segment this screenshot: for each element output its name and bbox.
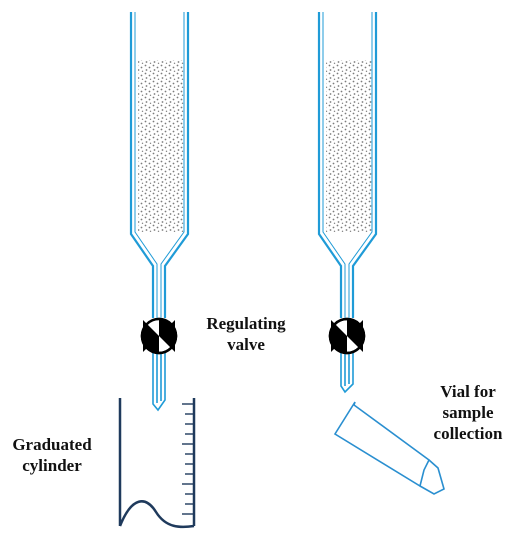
left-column-inner-wall [134, 12, 185, 318]
left-outlet-tip [152, 352, 166, 412]
vial-label: Vial for sample collection [420, 381, 516, 444]
regulating-valve-label-line-1: Regulating [206, 314, 286, 333]
graduated-cylinder-label-line-1: Graduated [12, 435, 92, 454]
graduated-cylinder-icon [118, 398, 196, 529]
left-column-glass [129, 12, 190, 318]
right-regulating-valve[interactable] [328, 317, 366, 355]
vial-label-line-3: collection [433, 424, 503, 443]
regulating-valve-label-line-2: valve [227, 335, 265, 354]
left-column-packing [138, 60, 184, 232]
graduated-cylinder-label: Graduated cylinder [2, 434, 102, 476]
right-column [317, 12, 378, 394]
graduated-cylinder [118, 398, 196, 529]
right-column-inner-wall [322, 12, 373, 318]
right-column-glass [317, 12, 378, 318]
vial-label-line-2: sample [442, 403, 494, 422]
stopcock-valve-icon [331, 320, 363, 352]
left-regulating-valve[interactable] [140, 317, 178, 355]
vial-label-line-1: Vial for [440, 382, 496, 401]
left-column [129, 12, 190, 412]
sample-vial [333, 401, 445, 495]
sample-vial-cap [419, 459, 445, 495]
graduated-cylinder-label-line-2: cylinder [22, 456, 82, 475]
right-column-packing [326, 60, 372, 232]
graduation-marks [182, 403, 194, 515]
right-outlet-tip [340, 352, 354, 394]
sample-vial-icon [333, 401, 431, 488]
regulating-valve-label: Regulating valve [196, 313, 296, 355]
